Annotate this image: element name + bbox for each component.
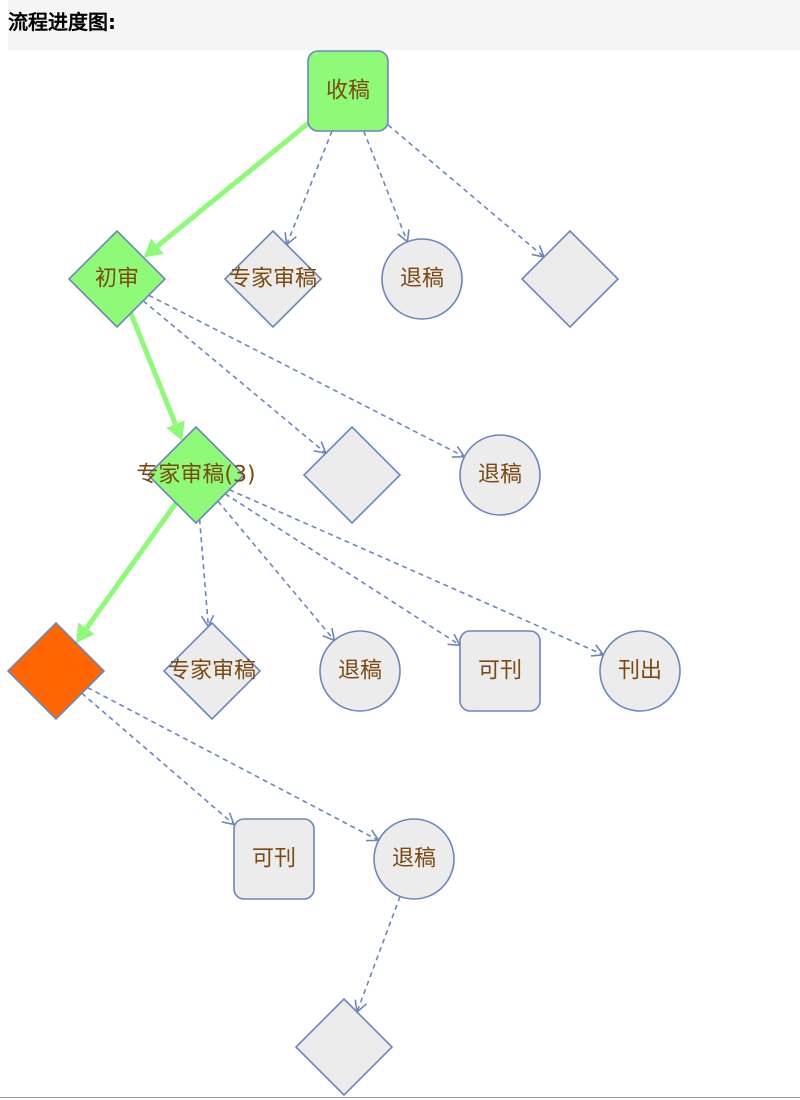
node-label: 专家审稿	[229, 267, 317, 292]
node-blank1[interactable]	[520, 229, 620, 329]
edge-n_expert3-to-n_expert2	[198, 519, 215, 629]
edge-n_current-to-n_reject4	[87, 686, 381, 842]
edge-arrowhead	[221, 812, 236, 826]
circle-shape	[381, 238, 463, 320]
node-expert1[interactable]: 专家审稿	[223, 229, 323, 329]
edge-n_current-to-n_publishable2	[81, 692, 236, 826]
node-reject1[interactable]: 退稿	[381, 238, 463, 320]
node-label: 退稿	[392, 847, 436, 872]
bottom-divider	[0, 1097, 800, 1098]
diamond-shape	[162, 621, 262, 721]
node-receive[interactable]: 收稿	[307, 50, 389, 132]
edge-line	[198, 519, 210, 627]
circle-shape	[319, 630, 401, 712]
edge-n_expert3-to-n_reject3	[217, 500, 336, 642]
edge-arrowhead	[76, 622, 95, 643]
node-expert2[interactable]: 专家审稿	[162, 621, 262, 721]
node-first[interactable]: 初审	[67, 229, 167, 329]
edge-n_expert3-to-n_published	[228, 488, 605, 657]
node-label: 初审	[95, 267, 139, 292]
diamond-shape	[302, 425, 402, 525]
edge-n_receive-to-n_first	[143, 121, 310, 258]
edge-n_receive-to-n_reject1	[363, 130, 410, 244]
edge-line	[217, 500, 335, 641]
node-reject2[interactable]: 退稿	[459, 434, 541, 516]
edge-n_receive-to-n_expert1	[284, 130, 333, 247]
rounded-rect-shape	[233, 818, 315, 900]
node-reject4[interactable]: 退稿	[373, 818, 455, 900]
node-label: 专家审稿	[168, 659, 256, 684]
node-label: 可刊	[478, 659, 522, 684]
edge-n_first-to-n_expert3	[128, 312, 185, 441]
node-blank3[interactable]	[294, 997, 394, 1097]
circle-shape	[599, 630, 681, 712]
circle-shape	[459, 434, 541, 516]
edge-line	[228, 488, 604, 656]
node-publishable1[interactable]: 可刊	[459, 630, 541, 712]
edge-arrowhead	[143, 238, 164, 258]
diamond-shape	[146, 425, 246, 525]
edge-n_receive-to-n_blank1	[387, 124, 546, 259]
node-current[interactable]	[6, 621, 106, 721]
edge-line	[155, 121, 310, 249]
circle-shape	[373, 818, 455, 900]
edge-arrowhead	[166, 420, 185, 441]
node-label: 退稿	[400, 267, 444, 292]
diagram-title: 流程进度图:	[8, 10, 116, 34]
edge-line	[142, 300, 327, 454]
edge-layer	[76, 121, 605, 1014]
node-layer: 收稿初审专家审稿退稿专家审稿(3)退稿专家审稿退稿可刊刊出可刊退稿	[6, 50, 681, 1097]
edge-arrowhead	[397, 229, 410, 244]
node-label: 收稿	[326, 79, 370, 104]
node-expert3[interactable]: 专家审稿(3)	[136, 425, 256, 525]
diamond-shape	[223, 229, 323, 329]
diamond-shape	[294, 997, 394, 1097]
edge-n_expert3-to-n_current	[76, 501, 179, 643]
edge-line	[224, 493, 461, 646]
edge-n_expert3-to-n_publishable1	[224, 493, 462, 647]
edge-line	[356, 896, 401, 1013]
edge-line	[84, 501, 179, 630]
edge-line	[285, 130, 333, 245]
diamond-shape	[67, 229, 167, 329]
node-label: 退稿	[338, 659, 382, 684]
node-publishable2[interactable]: 可刊	[233, 818, 315, 900]
edge-line	[387, 124, 545, 258]
diagram-header: 流程进度图:	[8, 0, 800, 50]
edge-line	[87, 686, 379, 842]
rounded-rect-shape	[307, 50, 389, 132]
diamond-shape	[520, 229, 620, 329]
node-label: 刊出	[618, 659, 662, 684]
edge-line	[81, 692, 235, 826]
rounded-rect-shape	[459, 630, 541, 712]
node-label: 退稿	[478, 463, 522, 488]
edge-line	[128, 312, 178, 426]
node-reject3[interactable]: 退稿	[319, 630, 401, 712]
node-label: 可刊	[252, 847, 296, 872]
node-blank2[interactable]	[302, 425, 402, 525]
edge-line	[363, 130, 409, 243]
node-label: 专家审稿(3)	[136, 463, 255, 488]
node-published[interactable]: 刊出	[599, 630, 681, 712]
edge-arrowhead	[447, 633, 462, 647]
edge-n_reject4-to-n_blank3	[354, 896, 401, 1014]
diamond-shape	[6, 621, 106, 721]
